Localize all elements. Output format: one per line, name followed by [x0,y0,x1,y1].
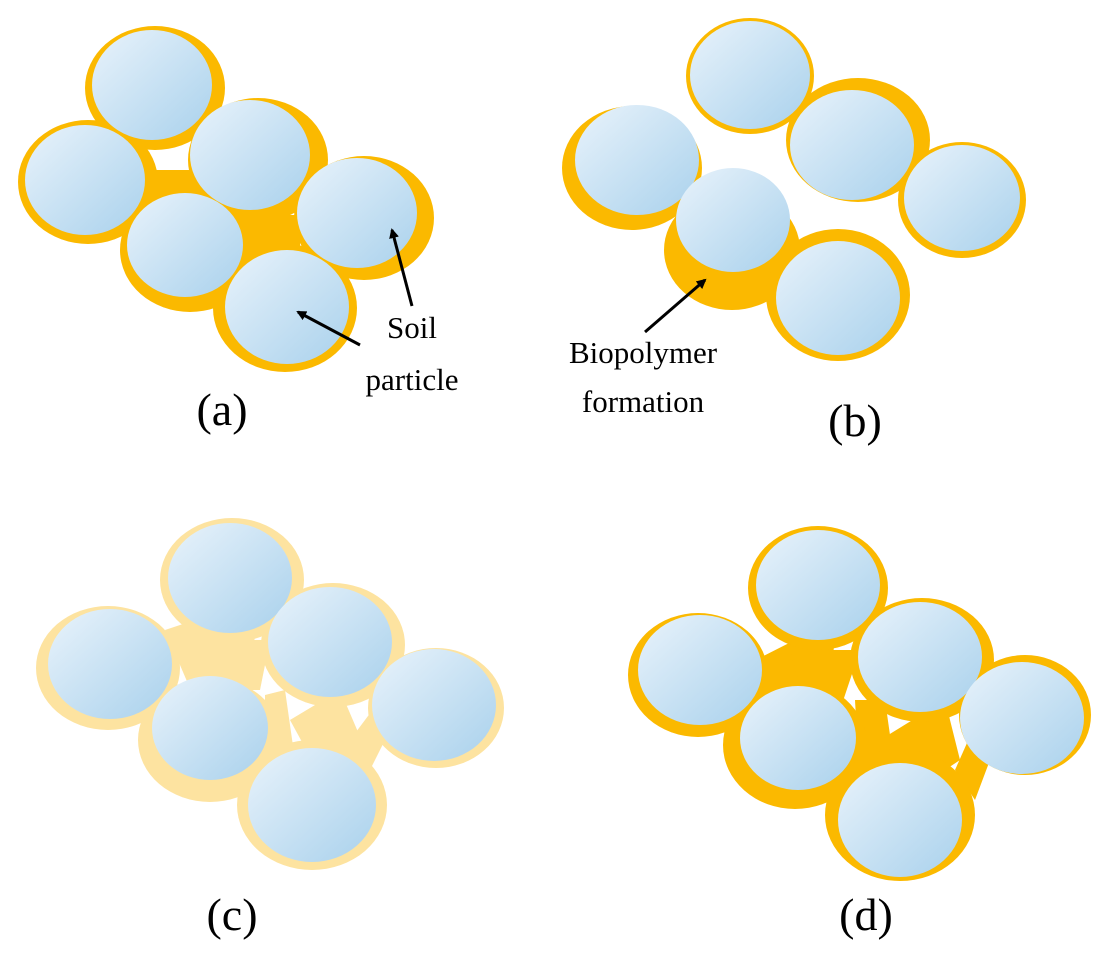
soil-particles-b [575,21,1020,355]
annotation-soil-particle-line1: Soil [387,310,437,345]
soil-particles-c [48,523,496,862]
panel-label-a: (a) [196,384,247,435]
soil-particle [676,168,790,272]
panel-label-d: (d) [839,889,893,940]
soil-particle [127,193,243,297]
annotation-soil-particle-line2: particle [366,362,459,397]
soil-particle [248,748,376,862]
soil-particles-a [25,30,417,364]
panel-label-b: (b) [828,395,882,446]
soil-particle [838,763,962,877]
soil-particle [92,30,212,140]
arrow-to-particle [389,228,414,307]
soil-particle [740,686,856,790]
panel-label-c: (c) [206,889,257,940]
soil-particle [190,100,310,210]
soil-particle [268,587,392,697]
panel-d: (d) [628,526,1091,940]
soil-particle [225,250,349,364]
soil-particle [168,523,292,633]
soil-particle [776,241,900,355]
soil-particle [152,676,268,780]
soil-particle [297,158,417,268]
soil-particle [904,145,1020,251]
soil-particle [372,649,496,761]
soil-particle [25,125,145,235]
soil-particle [575,105,699,215]
arrow-to-particle [296,310,361,347]
soil-particle [960,662,1084,774]
soil-particle [690,21,810,129]
annotation-biopolymer-line1: Biopolymer [569,335,718,370]
soil-particle [638,615,762,725]
soil-particle [48,609,172,719]
soil-particle [858,602,982,712]
arrow-to-biopolymer [644,278,707,334]
soil-particle [756,530,880,640]
soil-particle [790,90,914,200]
panel-c: (c) [36,518,504,940]
panel-a: Soil particle (a) [18,26,458,435]
annotation-biopolymer-line2: formation [582,384,705,419]
soil-particles-d [638,530,1084,877]
panel-b: Biopolymer formation (b) [562,18,1026,446]
